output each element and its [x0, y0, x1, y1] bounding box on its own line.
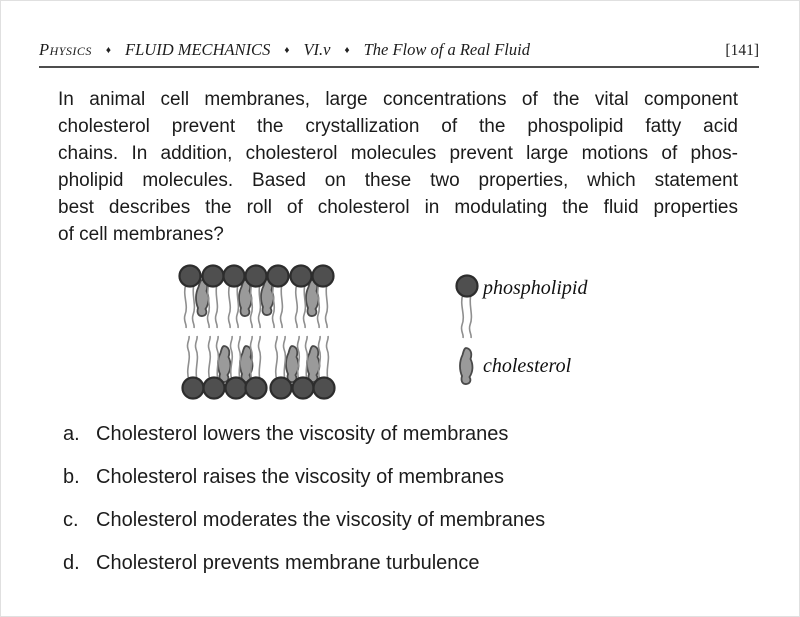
answer-choice-d: d. Cholesterol prevents membrane turbule… [63, 551, 545, 576]
diamond-separator-icon: ♦ [284, 45, 290, 56]
question-line: best describes the roll of cholesterol i… [58, 197, 738, 218]
bilayer-top-leaflet [178, 264, 335, 330]
page-header: Physics ♦ FLUID MECHANICS ♦ VI.v ♦ The F… [39, 40, 759, 68]
legend-phospholipid-label: phospholipid [481, 277, 588, 299]
choice-text: Cholesterol prevents membrane turbulence [96, 552, 480, 574]
phospholipid-shape [455, 274, 479, 340]
page-number: [141] [725, 42, 759, 59]
question-line: cholesterol prevent the crystallization … [58, 116, 738, 137]
bilayer-bottom-leaflet [181, 334, 336, 400]
answer-choice-c: c. Cholesterol moderates the viscosity o… [63, 508, 545, 533]
phospholipid-shape [181, 334, 205, 400]
cholesterol-shape [285, 345, 300, 383]
diagram-legend: phospholipid cholesterol [455, 274, 588, 385]
membrane-diagram: phospholipid cholesterol [178, 264, 588, 400]
choice-text: Cholesterol lowers the viscosity of memb… [96, 423, 509, 445]
diamond-separator-icon: ♦ [344, 45, 350, 56]
question-line: of cell membranes? [58, 224, 224, 245]
choice-text: Cholesterol raises the viscosity of memb… [96, 466, 504, 488]
chapter-title: The Flow of a Real Fluid [363, 40, 530, 59]
subject-label: Physics [39, 40, 92, 59]
choice-letter: c. [63, 509, 79, 531]
answer-choice-a: a. Cholesterol lowers the viscosity of m… [63, 422, 545, 447]
choice-letter: d. [63, 552, 80, 574]
choice-text: Cholesterol moderates the viscosity of m… [96, 509, 546, 531]
legend-cholesterol-label: cholesterol [483, 355, 572, 377]
question-line: chains. In addition, cholesterol molecul… [58, 143, 738, 164]
cholesterol-shape [459, 347, 474, 385]
breadcrumb: Physics ♦ FLUID MECHANICS ♦ VI.v ♦ The F… [39, 40, 530, 60]
question-line: pholipid molecules. Based on these two p… [58, 170, 738, 191]
cholesterol-shape [306, 345, 321, 383]
section-label: FLUID MECHANICS [125, 40, 271, 59]
question-text: In animal cell membranes, large concentr… [58, 86, 738, 248]
choice-letter: a. [63, 423, 80, 445]
answer-choice-b: b. Cholesterol raises the viscosity of m… [63, 465, 545, 490]
section-number: VI.v [303, 40, 331, 59]
question-line: In animal cell membranes, large concentr… [58, 89, 738, 110]
choice-letter: b. [63, 466, 80, 488]
diamond-separator-icon: ♦ [105, 45, 112, 56]
cholesterol-shape [217, 345, 232, 383]
answer-choices: a. Cholesterol lowers the viscosity of m… [63, 422, 545, 594]
